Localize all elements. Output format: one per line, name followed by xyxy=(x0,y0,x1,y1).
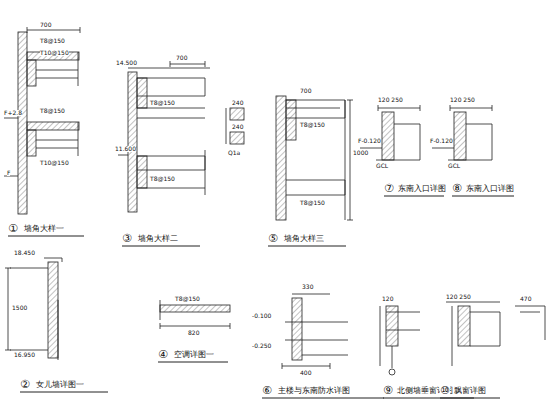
dimension-label: 330 xyxy=(302,284,313,290)
callout-number: ⑧ xyxy=(452,183,462,194)
dimension-label: 120 250 xyxy=(450,97,475,103)
callout-number: ② xyxy=(20,379,30,390)
dimension-label: 120 xyxy=(382,296,393,302)
dimension-label: F xyxy=(7,170,10,176)
callout-number: ① xyxy=(8,223,18,234)
dimension-label: T8@150 xyxy=(40,38,65,44)
detail-title: 墙角大样一 xyxy=(24,225,64,233)
detail-title: 主楼与东南防水详图 xyxy=(278,387,350,395)
dimension-label: 16.950 xyxy=(14,352,35,358)
dimension-label: 14.500 xyxy=(116,60,137,66)
dimension-label: T10@150 xyxy=(40,160,69,166)
dimension-label: 18.450 xyxy=(14,250,35,256)
detail-title: 墙角大样三 xyxy=(284,235,324,243)
dimension-label: 11.600 xyxy=(115,146,136,152)
dimension-label: -0.100 xyxy=(252,313,271,319)
dimension-label: 470 xyxy=(520,296,531,302)
dimension-label: 240 xyxy=(232,124,243,130)
callout-number: ③ xyxy=(122,233,132,244)
dimension-label: 700 xyxy=(300,88,311,94)
dimension-label: T8@150 xyxy=(40,108,65,114)
dimension-label: 400 xyxy=(300,370,311,376)
dimension-label: 1000 xyxy=(353,150,368,156)
detail-title: 墙角大样二 xyxy=(138,235,178,243)
dimension-label: 700 xyxy=(40,22,51,28)
dimension-label: 120 250 xyxy=(378,97,403,103)
dimension-label: 120 250 xyxy=(446,294,471,300)
dimension-label: Q1a xyxy=(228,150,240,156)
callout-number: ⑦ xyxy=(384,183,394,194)
dimension-label: 1500 xyxy=(12,305,27,311)
dimension-label: T8@150 xyxy=(300,122,325,128)
callout-number: ⑩ xyxy=(440,385,450,396)
dimension-label: T8@150 xyxy=(150,176,175,182)
callout-number: ⑤ xyxy=(268,233,278,244)
dimension-label: F-0.120 xyxy=(358,138,381,144)
callout-number: ④ xyxy=(158,349,168,360)
dimension-label: T8@150 xyxy=(175,296,200,302)
dimension-label: T10@150 xyxy=(40,50,69,56)
dimension-label: T8@150 xyxy=(300,200,325,206)
detail-title: 空调详图一 xyxy=(174,351,214,359)
dimension-label: T8@150 xyxy=(150,100,175,106)
dimension-label: F-0.120 xyxy=(430,138,453,144)
dimension-label: -0.250 xyxy=(252,343,271,349)
detail-title: 东南入口详图 xyxy=(398,185,446,193)
dimension-label: F+2.8 xyxy=(4,110,22,116)
dimension-label: 240 xyxy=(232,100,243,106)
dimension-label: 700 xyxy=(176,55,187,61)
callout-number: ⑥ xyxy=(262,385,272,396)
dimension-label: GCL xyxy=(376,163,388,169)
detail-title: 女儿墙详图一 xyxy=(36,381,84,389)
callout-number: ⑨ xyxy=(383,385,393,396)
dimension-label: 820 xyxy=(188,330,199,336)
detail-title: 飘窗详图 xyxy=(454,387,486,395)
dimension-label: GCL xyxy=(448,163,460,169)
detail-title: 东南入口详图 xyxy=(466,185,514,193)
